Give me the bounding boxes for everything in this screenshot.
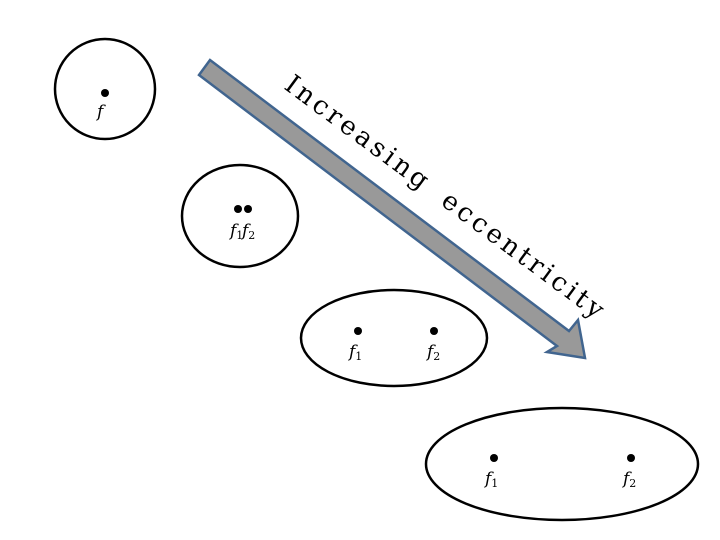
focus-label-1: f1 [483,469,498,490]
increasing-eccentricity-label: Increasingeccentricity [279,70,613,328]
ellipse-mid-eccentricity: f1 f2 [299,288,489,388]
focus-label-1: f1 [228,221,243,242]
focus-label-2: f2 [425,342,440,363]
focus-point-2 [244,205,252,213]
focus-label-1: f1 [347,342,362,363]
ellipse-low-eccentricity: f1 f2 [180,163,300,269]
focus-point [101,89,109,97]
focus-label: f [95,102,106,122]
focus-point-1 [354,327,362,335]
focus-label-2: f2 [240,221,255,242]
focus-point-2 [627,454,635,462]
focus-point-2 [430,327,438,335]
focus-point-1 [490,454,498,462]
focus-label-2: f2 [621,469,636,490]
eccentricity-arrow [197,58,587,360]
focus-point-1 [234,205,242,213]
circle-shape: f [53,37,157,141]
ellipse-high-eccentricity: f1 f2 [424,406,700,522]
